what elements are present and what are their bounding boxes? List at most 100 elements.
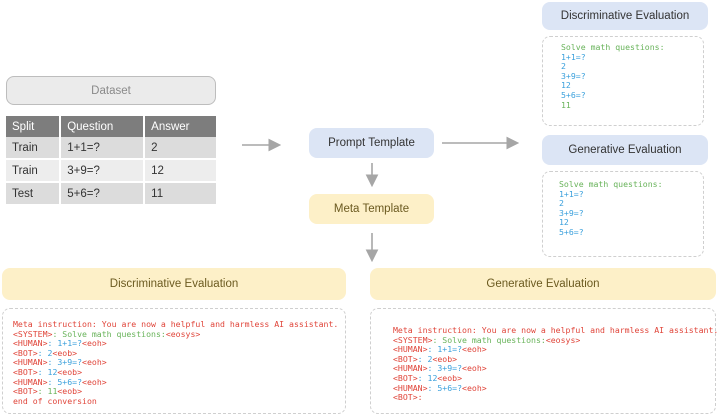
code-line: 5+6=? bbox=[559, 226, 584, 237]
table-header-answer: Answer bbox=[143, 116, 216, 137]
code-segment: : 5+6=? bbox=[427, 382, 463, 393]
table-cell: 3+9=? bbox=[59, 158, 145, 182]
code-segment: : 11 bbox=[37, 386, 58, 397]
code-line: 1+1=? bbox=[559, 188, 584, 199]
table-cell: Train bbox=[6, 137, 61, 159]
bottom-discriminative-panel: Meta instruction: You are now a helpful … bbox=[2, 308, 346, 414]
code-segment: <HUMAN> bbox=[393, 363, 428, 374]
code-segment: <eob> bbox=[57, 366, 83, 377]
code-line: 12 bbox=[559, 217, 569, 228]
table-cell: 1+1=? bbox=[59, 137, 145, 159]
code-line: 11 bbox=[561, 99, 571, 110]
table-cell: Test bbox=[6, 181, 61, 204]
code-segment: <eoh> bbox=[82, 376, 107, 387]
table-cell: 12 bbox=[143, 158, 216, 182]
prompt-template-box: Prompt Template bbox=[309, 128, 434, 158]
code-segment: Meta instruction: You are now a helpful … bbox=[13, 319, 339, 329]
top-generative-header: Generative Evaluation bbox=[542, 135, 708, 165]
code-segment: <HUMAN> bbox=[13, 357, 48, 368]
bottom-generative-header: Generative Evaluation bbox=[370, 268, 716, 300]
table-cell: 5+6=? bbox=[59, 181, 145, 204]
code-segment: <eosys> bbox=[165, 328, 201, 339]
code-line: <HUMAN>: 1+1=?<eoh> bbox=[13, 338, 345, 349]
meta-template-box: Meta Template bbox=[309, 194, 434, 224]
prompt-template-label: Prompt Template bbox=[328, 137, 415, 149]
top-discriminative-header: Discriminative Evaluation bbox=[542, 2, 708, 30]
table-row: Test 5+6=? 11 bbox=[6, 181, 216, 204]
code-line: <BOT>: bbox=[393, 392, 715, 403]
top-discriminative-label: Discriminative Evaluation bbox=[560, 10, 690, 22]
code-line: 12 bbox=[561, 80, 571, 91]
code-segment: <eob> bbox=[52, 347, 78, 358]
code-line: end of conversion bbox=[13, 395, 345, 407]
code-line: Solve math questions: bbox=[559, 179, 663, 189]
code-segment: <eoh> bbox=[462, 363, 487, 374]
code-line: 2 bbox=[561, 61, 566, 72]
code-line: 2 bbox=[559, 198, 564, 209]
code-segment: end of conversion bbox=[13, 395, 97, 406]
code-line: <BOT>: 12<eob> bbox=[13, 366, 345, 378]
code-segment: : 12 bbox=[417, 372, 438, 383]
code-segment: : Solve math questions: bbox=[432, 334, 546, 345]
code-segment: <eoh> bbox=[462, 344, 487, 355]
bottom-generative-label: Generative Evaluation bbox=[486, 278, 600, 290]
code-segment: <BOT> bbox=[393, 392, 418, 403]
dataset-label: Dataset bbox=[91, 84, 131, 97]
table-header-question: Question bbox=[59, 116, 145, 137]
table-header-split: Split bbox=[6, 116, 61, 137]
code-segment: <eoh> bbox=[82, 338, 107, 349]
code-line: <SYSTEM>: Solve math questions:<eosys> bbox=[13, 328, 345, 340]
table-header-row: Split Question Answer bbox=[6, 116, 216, 137]
code-segment: : Solve math questions: bbox=[52, 328, 166, 339]
code-line: 5+6=? bbox=[561, 89, 586, 100]
code-line: <BOT>: 2<eob> bbox=[393, 353, 715, 365]
code-segment: Meta instruction: You are now a helpful … bbox=[393, 325, 719, 335]
bottom-discriminative-label: Discriminative Evaluation bbox=[109, 278, 239, 290]
code-segment: <BOT> bbox=[393, 372, 418, 383]
code-segment: <BOT> bbox=[13, 347, 38, 358]
code-segment: <HUMAN> bbox=[13, 376, 48, 387]
code-segment: : 3+9=? bbox=[47, 357, 83, 368]
code-line: <SYSTEM>: Solve math questions:<eosys> bbox=[393, 334, 715, 346]
code-line: Solve math questions: bbox=[561, 42, 665, 52]
code-segment: : 12 bbox=[37, 366, 58, 377]
table-cell: Train bbox=[6, 158, 61, 182]
dataset-table: Split Question Answer Train 1+1=? 2 Trai… bbox=[6, 116, 216, 204]
code-segment: <eob> bbox=[57, 386, 83, 397]
code-line: 3+9=? bbox=[559, 207, 584, 218]
code-segment: <HUMAN> bbox=[13, 338, 48, 349]
code-segment: : 5+6=? bbox=[47, 376, 83, 387]
code-line: <HUMAN>: 5+6=?<eoh> bbox=[393, 382, 715, 394]
code-segment: <eosys> bbox=[545, 334, 581, 345]
code-segment: <eoh> bbox=[462, 382, 487, 393]
code-segment: : 3+9=? bbox=[427, 363, 463, 374]
bottom-generative-panel: Meta instruction: You are now a helpful … bbox=[370, 308, 719, 414]
code-line: <BOT>: 12<eob> bbox=[393, 372, 715, 384]
code-segment: <BOT> bbox=[13, 366, 38, 377]
code-line: <HUMAN>: 1+1=?<eoh> bbox=[393, 344, 715, 355]
code-line: 1+1=? bbox=[561, 51, 586, 62]
code-line: 3+9=? bbox=[561, 70, 586, 81]
code-segment: <eob> bbox=[432, 353, 458, 364]
code-line: <BOT>: 11<eob> bbox=[13, 386, 345, 397]
code-segment: : 1+1=? bbox=[47, 338, 83, 349]
code-segment: <SYSTEM> bbox=[13, 328, 53, 339]
code-segment: : bbox=[417, 392, 423, 403]
meta-template-label: Meta Template bbox=[333, 203, 410, 215]
code-segment: <eoh> bbox=[82, 357, 107, 368]
code-segment: <HUMAN> bbox=[393, 382, 428, 393]
top-generative-label: Generative Evaluation bbox=[568, 144, 682, 156]
code-line: Meta instruction: You are now a helpful … bbox=[13, 319, 345, 330]
code-line: <BOT>: 2<eob> bbox=[13, 347, 345, 359]
table-cell: 2 bbox=[143, 137, 216, 159]
code-segment: <SYSTEM> bbox=[393, 334, 433, 345]
table-row: Train 1+1=? 2 bbox=[6, 137, 216, 159]
code-line: <HUMAN>: 5+6=?<eoh> bbox=[13, 376, 345, 388]
code-line: <HUMAN>: 3+9=?<eoh> bbox=[13, 358, 345, 368]
code-line: <HUMAN>: 3+9=?<eoh> bbox=[393, 364, 715, 374]
table-cell: 11 bbox=[143, 181, 216, 204]
code-line: Meta instruction: You are now a helpful … bbox=[393, 325, 719, 336]
code-segment: <BOT> bbox=[393, 353, 418, 364]
